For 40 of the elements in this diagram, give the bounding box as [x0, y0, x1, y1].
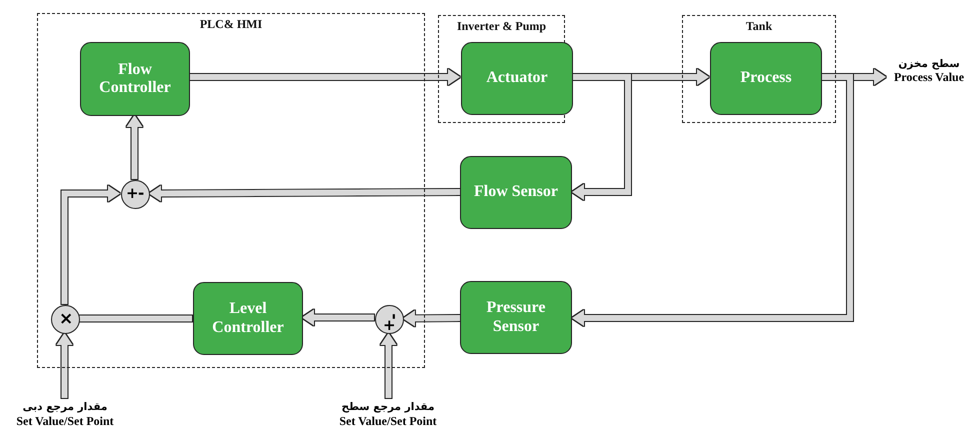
dashed-group-box — [37, 13, 425, 368]
sign-symbol: - — [138, 186, 144, 201]
summing-junction — [121, 180, 150, 209]
dashed-group-box — [682, 15, 836, 123]
arrow — [380, 333, 396, 398]
signal-label: Set Value/Set Point — [16, 414, 114, 428]
group-title: Tank — [744, 19, 774, 34]
sign-symbol: + — [383, 318, 396, 333]
process-box — [460, 156, 572, 229]
process-box — [461, 42, 573, 115]
arrow — [302, 310, 374, 326]
group-title: Inverter & Pump — [456, 19, 548, 34]
process-box — [80, 42, 190, 116]
process-box — [460, 281, 572, 354]
connector-line — [79, 316, 192, 322]
arrow — [403, 310, 460, 326]
block-label: Process — [739, 69, 793, 88]
arrow — [62, 186, 120, 304]
sign-symbol: × — [59, 311, 74, 328]
block-label: Level Controller — [211, 300, 285, 337]
block-label: Actuator — [485, 69, 549, 88]
signal-label: مقدار مرجع سطح — [342, 401, 434, 414]
block-label: Flow Controller — [98, 60, 172, 98]
group-title: PLC& HMI — [198, 17, 264, 32]
signal-label: Set Value/Set Point — [339, 414, 437, 428]
summing-junction — [51, 305, 80, 334]
signal-label: سطح مخزن — [898, 58, 960, 70]
signal-label: Process Value — [894, 70, 964, 84]
block-label: Pressure Sensor — [486, 299, 546, 336]
sign-symbol: - — [386, 313, 402, 320]
arrow — [56, 333, 72, 398]
arrow — [189, 69, 460, 85]
process-box — [193, 282, 303, 355]
process-box — [710, 42, 822, 115]
summing-junction — [375, 305, 404, 334]
arrow — [149, 185, 460, 202]
arrow — [126, 115, 142, 179]
sign-symbol: + — [126, 186, 139, 201]
block-label: Flow Sensor — [473, 183, 559, 202]
signal-label: مقدار مرجع دبی — [22, 401, 108, 414]
